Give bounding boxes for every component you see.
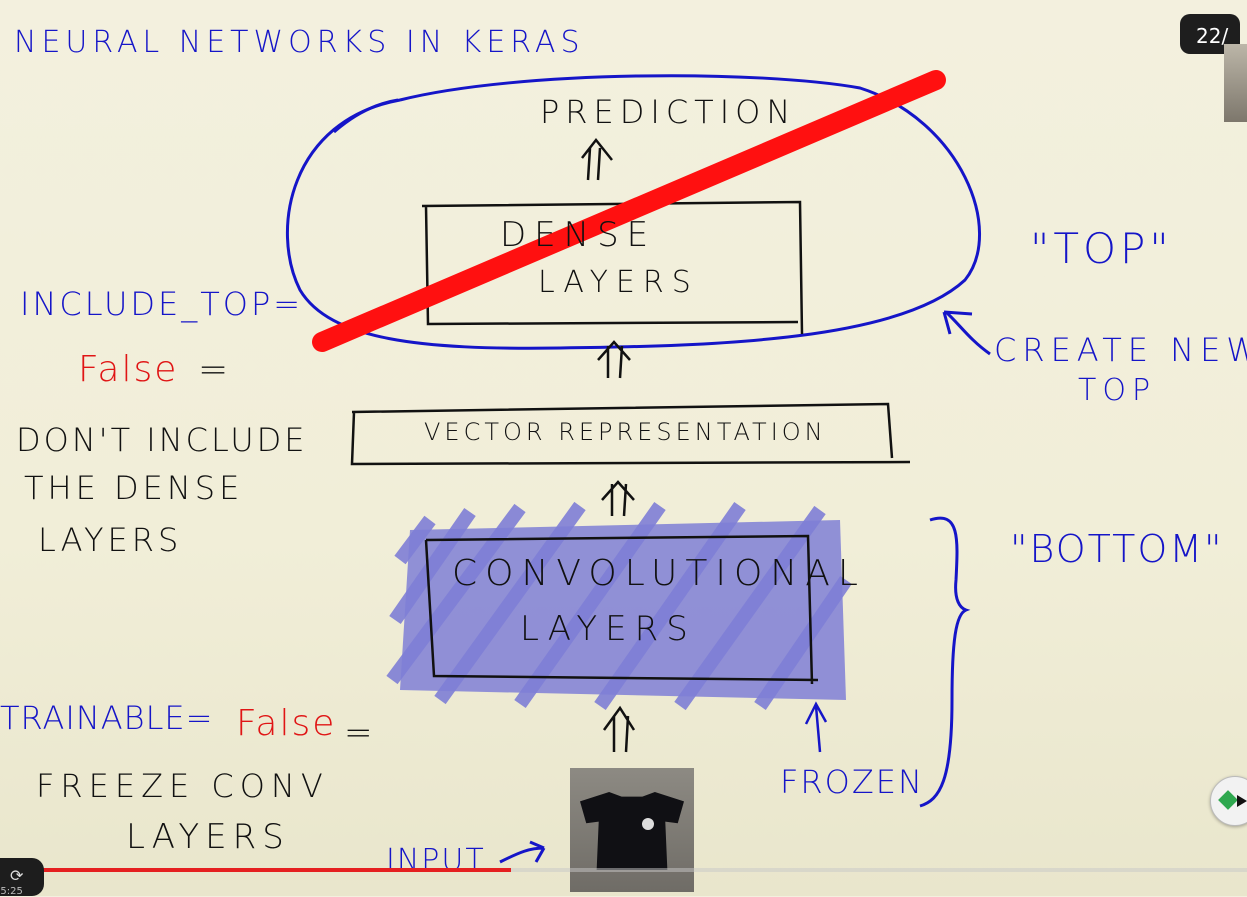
top-circle <box>285 74 982 350</box>
player-controls: ⟳ 25:25 <box>0 858 44 897</box>
freeze-conv-1: FREEZE CONV <box>36 767 329 805</box>
arrow-dense <box>597 340 631 379</box>
dont-include-1: DON'T INCLUDE <box>16 421 308 459</box>
equals-1: = <box>198 349 235 390</box>
include-top-label: INCLUDE_TOP= <box>20 285 304 323</box>
create-new-top-1: CREATE NEW <box>994 331 1247 369</box>
conv-highlight <box>400 520 846 700</box>
false-label-1: False <box>78 349 179 390</box>
conv-label-2: LAYERS <box>520 609 696 649</box>
create-new-top-2: TOP <box>1078 373 1157 408</box>
page-title: NEURAL NETWORKS IN KERAS <box>14 25 585 60</box>
time-display: 25:25 <box>0 886 23 897</box>
replay-icon[interactable]: ⟳ <box>10 866 24 885</box>
arrow-frozen <box>804 701 828 753</box>
tshirt-logo <box>642 818 654 830</box>
input-tshirt-image <box>570 768 694 892</box>
dense-label-1: DENSE <box>500 215 657 255</box>
top-circle-tail <box>333 98 399 134</box>
top-label: "TOP" <box>1030 224 1173 273</box>
bottom-label: "BOTTOM" <box>1010 527 1224 571</box>
dense-label-2: LAYERS <box>538 265 699 300</box>
play-icon <box>1237 795 1247 807</box>
vector-box-outline <box>350 402 911 466</box>
dont-include-3: LAYERS <box>38 521 183 559</box>
arrow-vector <box>601 480 635 517</box>
arrow-input-label <box>499 840 546 864</box>
freeze-conv-2: LAYERS <box>126 817 290 857</box>
bottom-brace <box>919 516 971 808</box>
conv-label-1: CONVOLUTIONAL <box>452 553 866 594</box>
frozen-label: FROZEN <box>780 763 924 801</box>
arrow-create <box>942 310 991 356</box>
arrow-input <box>602 705 636 753</box>
webcam-thumbnail <box>1224 44 1247 122</box>
dont-include-2: THE DENSE <box>24 469 244 507</box>
equals-2: = <box>344 713 379 753</box>
video-progress-bar[interactable] <box>0 868 1247 872</box>
red-strike <box>312 70 946 352</box>
tshirt-shape <box>580 792 684 870</box>
conv-box-outline <box>424 534 819 685</box>
vector-label: VECTOR REPRESENTATION <box>424 418 827 446</box>
dense-box <box>421 200 804 335</box>
video-progress-fill <box>0 868 512 872</box>
gem-icon <box>1218 790 1238 810</box>
arrow-prediction <box>581 137 613 181</box>
prediction-label: PREDICTION <box>540 93 797 131</box>
trainable-label: TRAINABLE= <box>0 699 214 737</box>
false-label-2: False <box>236 703 337 744</box>
